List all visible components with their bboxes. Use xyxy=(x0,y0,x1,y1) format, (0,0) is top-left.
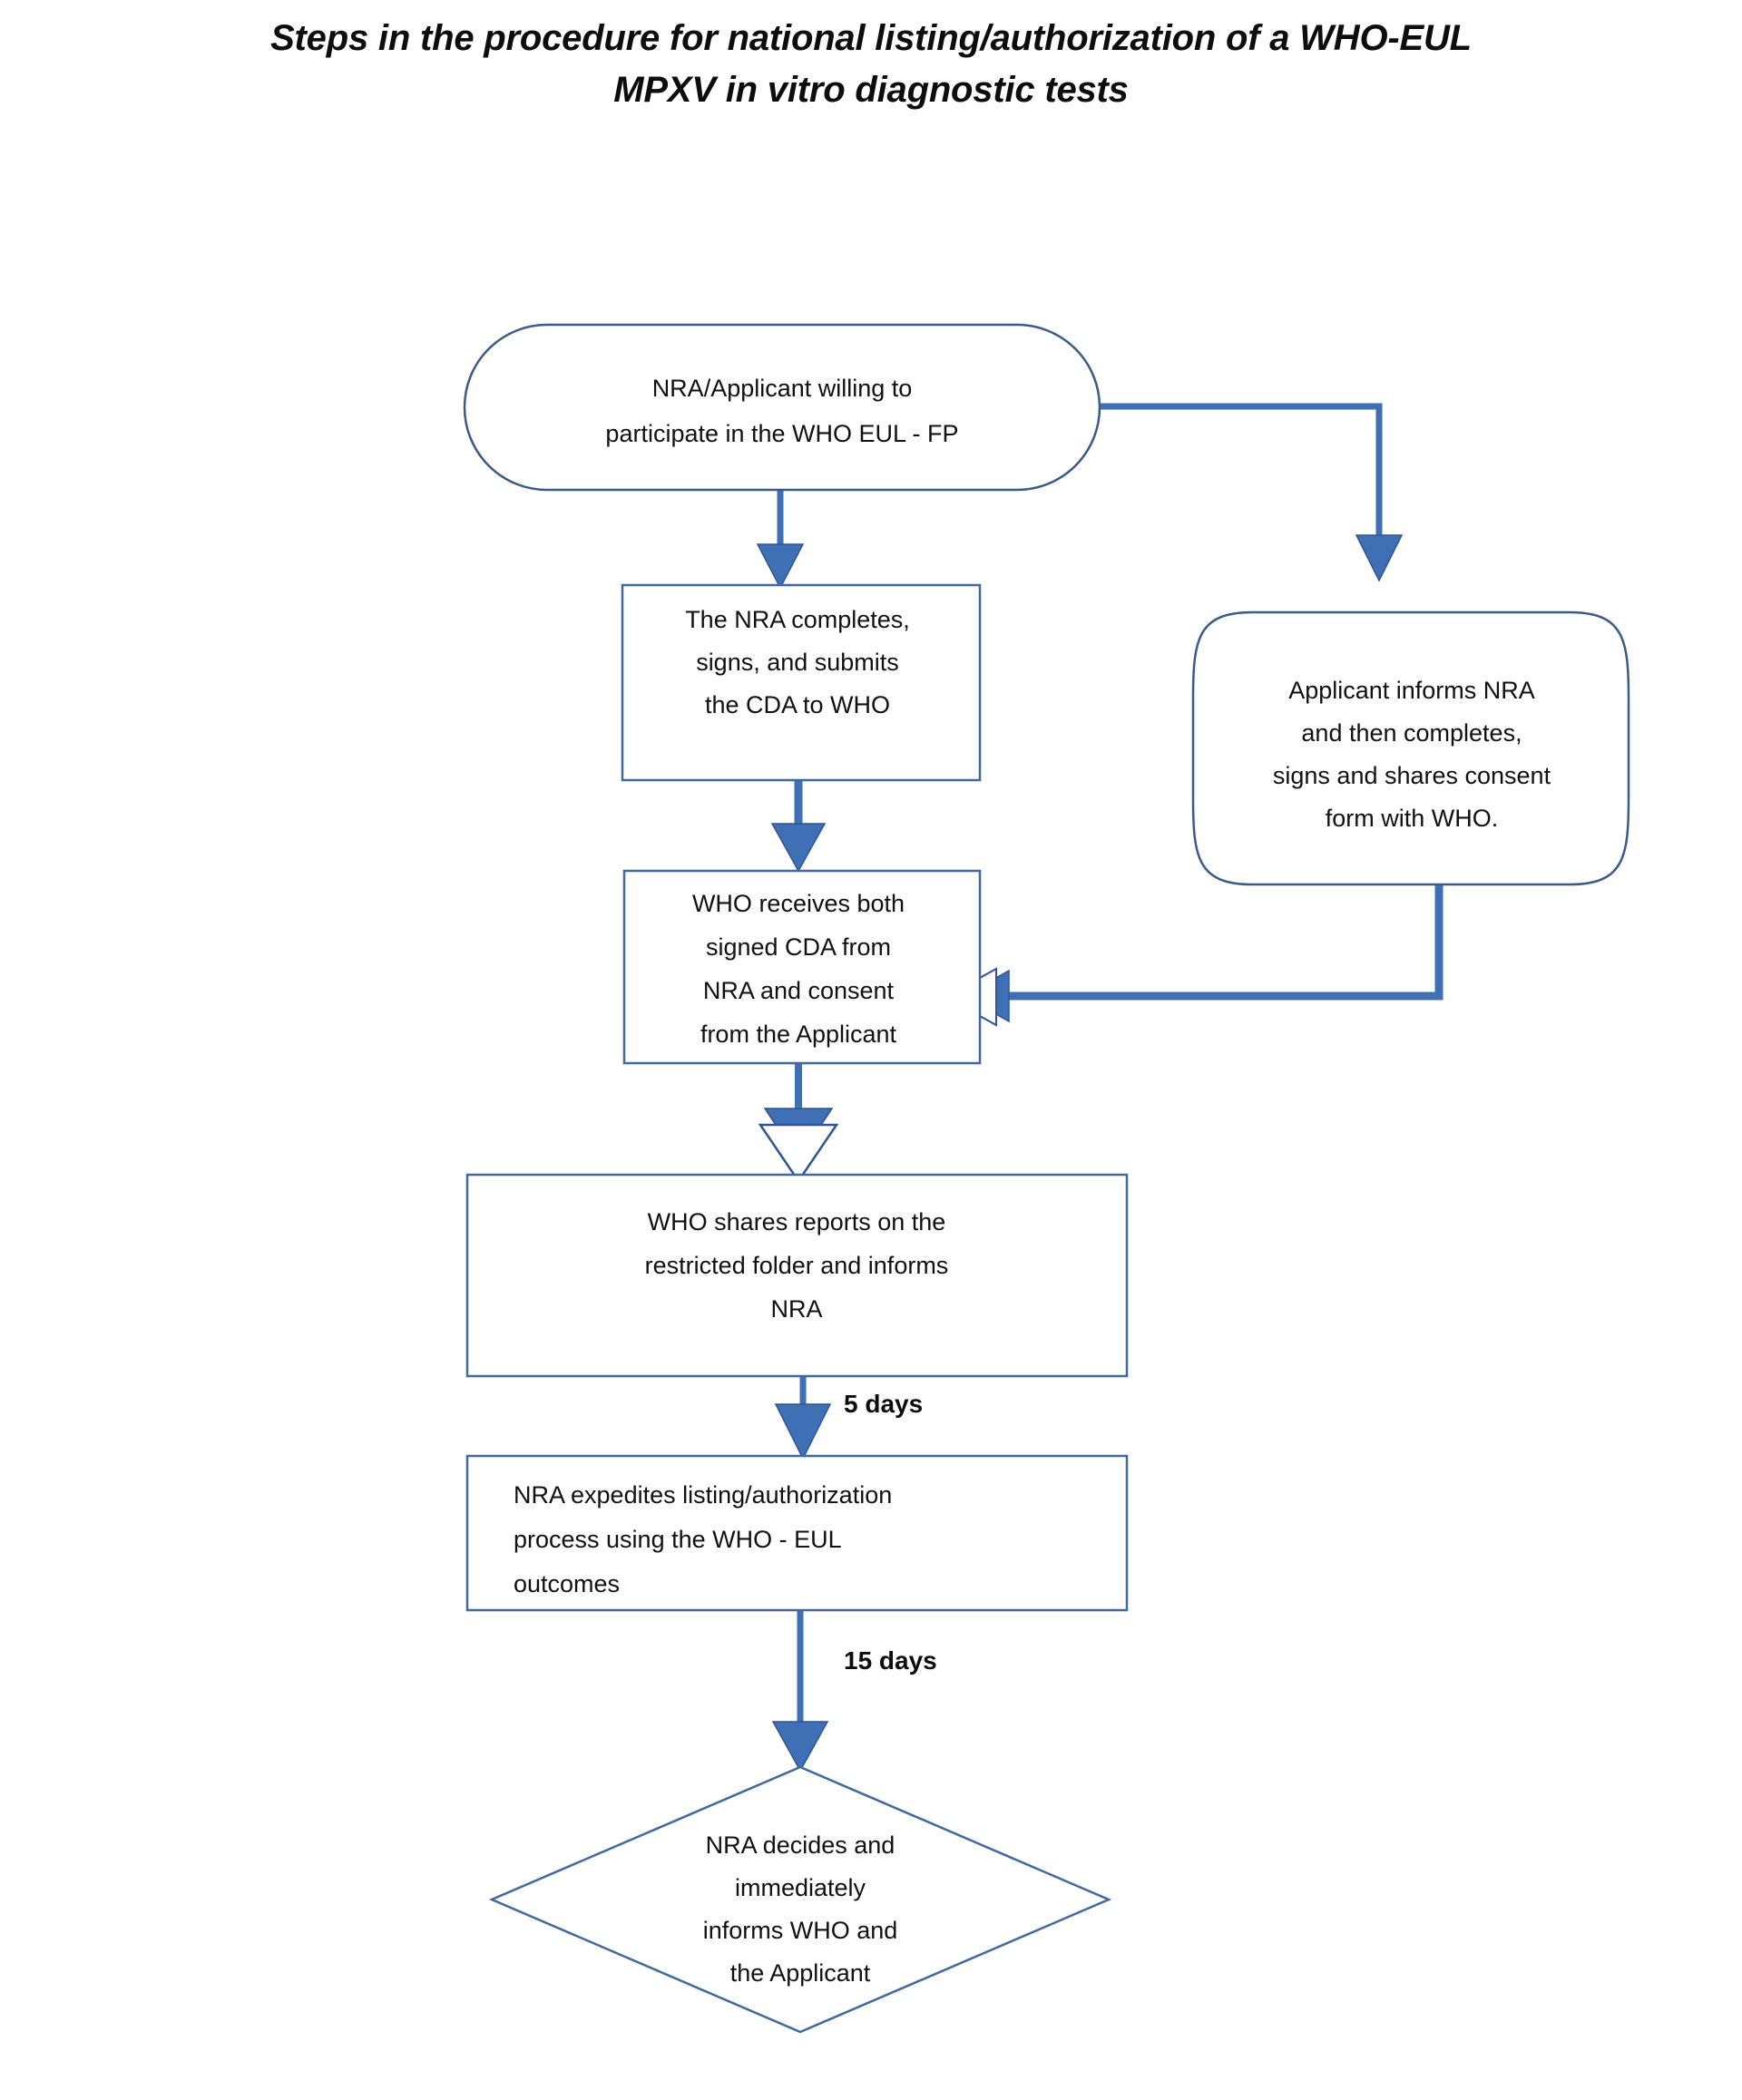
node-who-shares-shape xyxy=(465,1173,1129,1378)
node-applicant-consent-shape xyxy=(1191,610,1630,886)
node-who-receives-line-4: from the Applicant xyxy=(700,1021,897,1048)
node-nra-decides[interactable]: NRA decides and immediately informs WHO … xyxy=(488,1765,1112,2034)
edge-who-shares-to-nra-expedites xyxy=(774,1377,832,1460)
node-applicant-consent-line-4: form with WHO. xyxy=(1326,805,1499,832)
node-who-shares-line-3: NRA xyxy=(770,1295,822,1323)
node-nra-decides-line-2: immediately xyxy=(735,1874,866,1901)
node-who-receives-line-3: NRA and consent xyxy=(703,977,895,1004)
node-who-receives-line-2: signed CDA from xyxy=(706,933,891,961)
edge-who-receives-to-who-shares xyxy=(758,1061,839,1184)
edge-label-5-days: 5 days xyxy=(844,1390,923,1418)
node-nra-expedites[interactable]: NRA expedites listing/authorization proc… xyxy=(465,1454,1129,1612)
node-who-shares[interactable]: WHO shares reports on the restricted fol… xyxy=(465,1173,1129,1378)
node-nra-cda-shape xyxy=(621,583,982,782)
edge-nra-cda-to-who-receives xyxy=(770,780,827,873)
node-nra-decides-line-3: informs WHO and xyxy=(703,1917,898,1944)
node-who-shares-line-2: restricted folder and informs xyxy=(645,1252,949,1279)
edge-start-to-nra-cda xyxy=(756,490,805,590)
node-start-shape xyxy=(463,323,1101,492)
node-nra-cda-line-1: The NRA completes, xyxy=(685,606,910,633)
page-title: Steps in the procedure for national list… xyxy=(0,13,1742,116)
node-nra-decides-line-4: the Applicant xyxy=(730,1959,871,1987)
node-nra-cda-line-2: signs, and submits xyxy=(696,649,899,676)
node-who-receives[interactable]: WHO receives both signed CDA from NRA an… xyxy=(622,869,982,1065)
edge-label-15-days: 15 days xyxy=(844,1646,937,1675)
node-nra-cda-line-3: the CDA to WHO xyxy=(705,691,890,718)
node-nra-decides-shape xyxy=(488,1765,1112,2034)
node-start[interactable]: NRA/Applicant willing to participate in … xyxy=(463,323,1101,492)
node-who-receives-shape xyxy=(622,869,982,1065)
node-who-receives-line-1: WHO receives both xyxy=(692,890,905,917)
node-start-line-1: NRA/Applicant willing to xyxy=(652,375,913,402)
node-nra-decides-line-1: NRA decides and xyxy=(706,1831,895,1859)
node-who-shares-line-1: WHO shares reports on the xyxy=(648,1208,946,1236)
page-title-line-2: MPXV in vitro diagnostic tests xyxy=(613,69,1129,110)
node-applicant-consent[interactable]: Applicant informs NRA and then completes… xyxy=(1191,610,1630,886)
node-applicant-consent-line-2: and then completes, xyxy=(1301,719,1522,747)
node-nra-cda[interactable]: The NRA completes, signs, and submits th… xyxy=(621,583,982,782)
edge-start-to-applicant-consent xyxy=(1101,403,1404,582)
edge-applicant-consent-to-who-receives xyxy=(943,884,1444,1027)
node-start-line-2: participate in the WHO EUL - FP xyxy=(605,420,958,447)
node-nra-expedites-shape xyxy=(465,1454,1129,1612)
page-title-line-1: Steps in the procedure for national list… xyxy=(270,18,1472,58)
node-applicant-consent-line-1: Applicant informs NRA xyxy=(1288,677,1535,704)
node-nra-expedites-line-1: NRA expedites listing/authorization xyxy=(514,1481,892,1509)
node-nra-expedites-line-2: process using the WHO - EUL xyxy=(514,1526,842,1553)
edge-nra-expedites-to-nra-decides xyxy=(771,1610,829,1773)
node-applicant-consent-line-3: signs and shares consent xyxy=(1273,762,1551,789)
node-nra-expedites-line-3: outcomes xyxy=(514,1570,620,1597)
